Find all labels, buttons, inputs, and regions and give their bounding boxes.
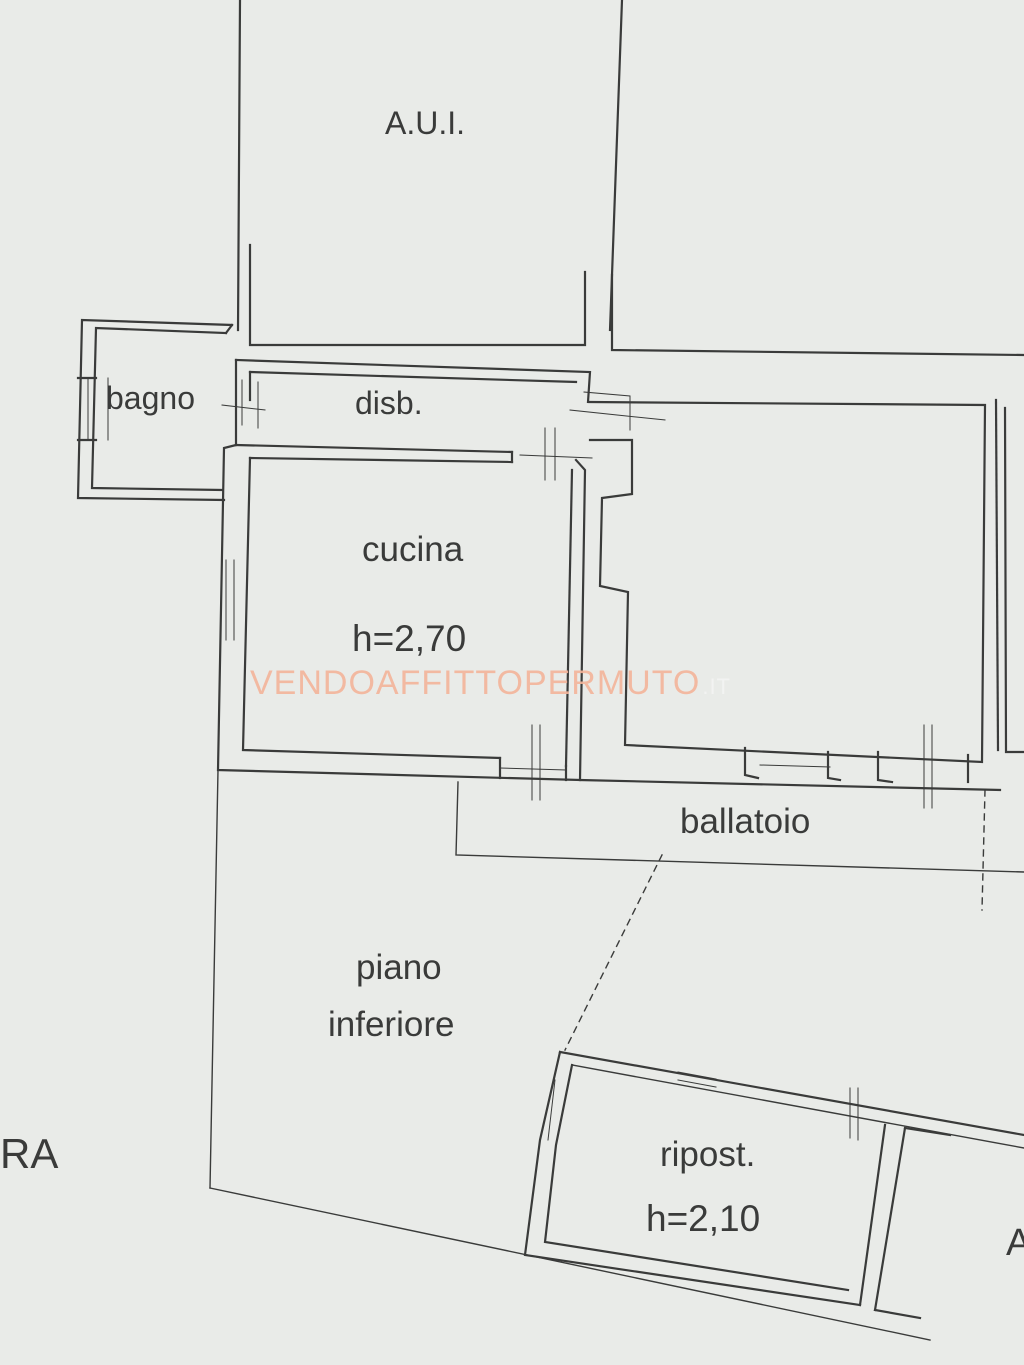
watermark-text: VENDOAFFITTOPERMUTO bbox=[250, 664, 701, 702]
room-label-disb: disb. bbox=[355, 385, 423, 421]
watermark-suffix: .IT bbox=[702, 674, 731, 699]
aui-area-outline bbox=[236, 0, 1024, 357]
room-label-piano: piano bbox=[356, 948, 442, 987]
edge-label-left: RA bbox=[0, 1130, 59, 1177]
bagno-walls bbox=[76, 318, 234, 502]
room-label-inferiore: inferiore bbox=[328, 1005, 455, 1044]
room-label-cucina: cucina bbox=[362, 530, 464, 569]
room-label-bagno: bagno bbox=[106, 380, 195, 416]
room-height-ripost: h=2,10 bbox=[646, 1198, 761, 1239]
watermark: VENDOAFFITTOPERMUTO.IT bbox=[250, 664, 731, 703]
right-room-walls bbox=[569, 391, 1024, 809]
room-label-ripost: ripost. bbox=[660, 1135, 756, 1174]
ripost-walls bbox=[523, 1050, 1024, 1320]
edge-label-right: A bbox=[1006, 1222, 1024, 1264]
lower-outline bbox=[209, 769, 931, 1341]
ballatoio-outline bbox=[455, 781, 1024, 1051]
room-height-cucina: h=2,70 bbox=[352, 618, 467, 659]
room-label-ballatoio: ballatoio bbox=[680, 802, 811, 841]
room-label-aui: A.U.I. bbox=[385, 105, 466, 141]
cucina-walls bbox=[216, 427, 593, 801]
